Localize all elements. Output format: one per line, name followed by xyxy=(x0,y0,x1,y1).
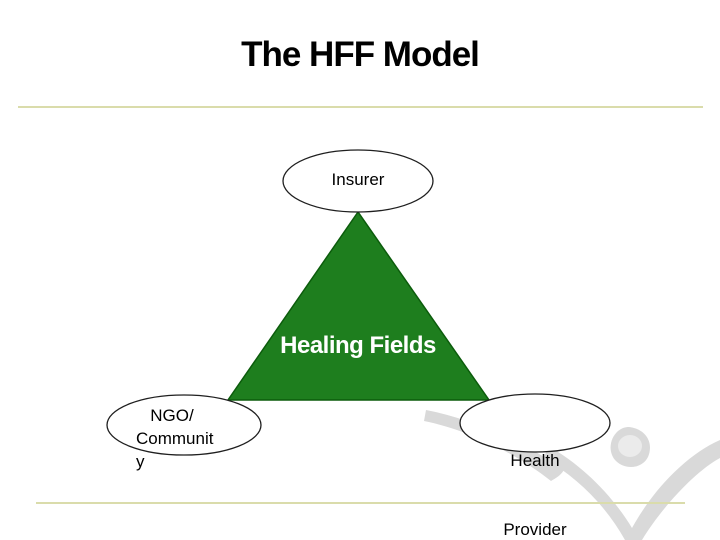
health-provider-ellipse xyxy=(459,393,611,453)
logo-left-wing xyxy=(424,410,564,481)
ngo-label-line2: Communit xyxy=(136,429,214,448)
person-checkmark-logo xyxy=(424,410,720,540)
insurer-ellipse xyxy=(282,149,434,213)
ngo-label-line3: y xyxy=(136,452,145,471)
logo-body-checkmark xyxy=(544,440,720,540)
healing-fields-triangle xyxy=(226,210,491,401)
insurer-label: Insurer xyxy=(331,170,385,189)
health-provider-label: Health Provider xyxy=(460,403,610,540)
health-label-line1: Health xyxy=(510,451,560,470)
slide-title: The HFF Model xyxy=(241,35,480,74)
ngo-label-line1: NGO/ xyxy=(150,406,194,425)
health-label-line2: Provider xyxy=(503,520,567,539)
triangle-label: Healing Fields xyxy=(280,332,436,359)
logo-head-highlight xyxy=(618,435,642,457)
ngo-community-ellipse xyxy=(106,394,262,456)
